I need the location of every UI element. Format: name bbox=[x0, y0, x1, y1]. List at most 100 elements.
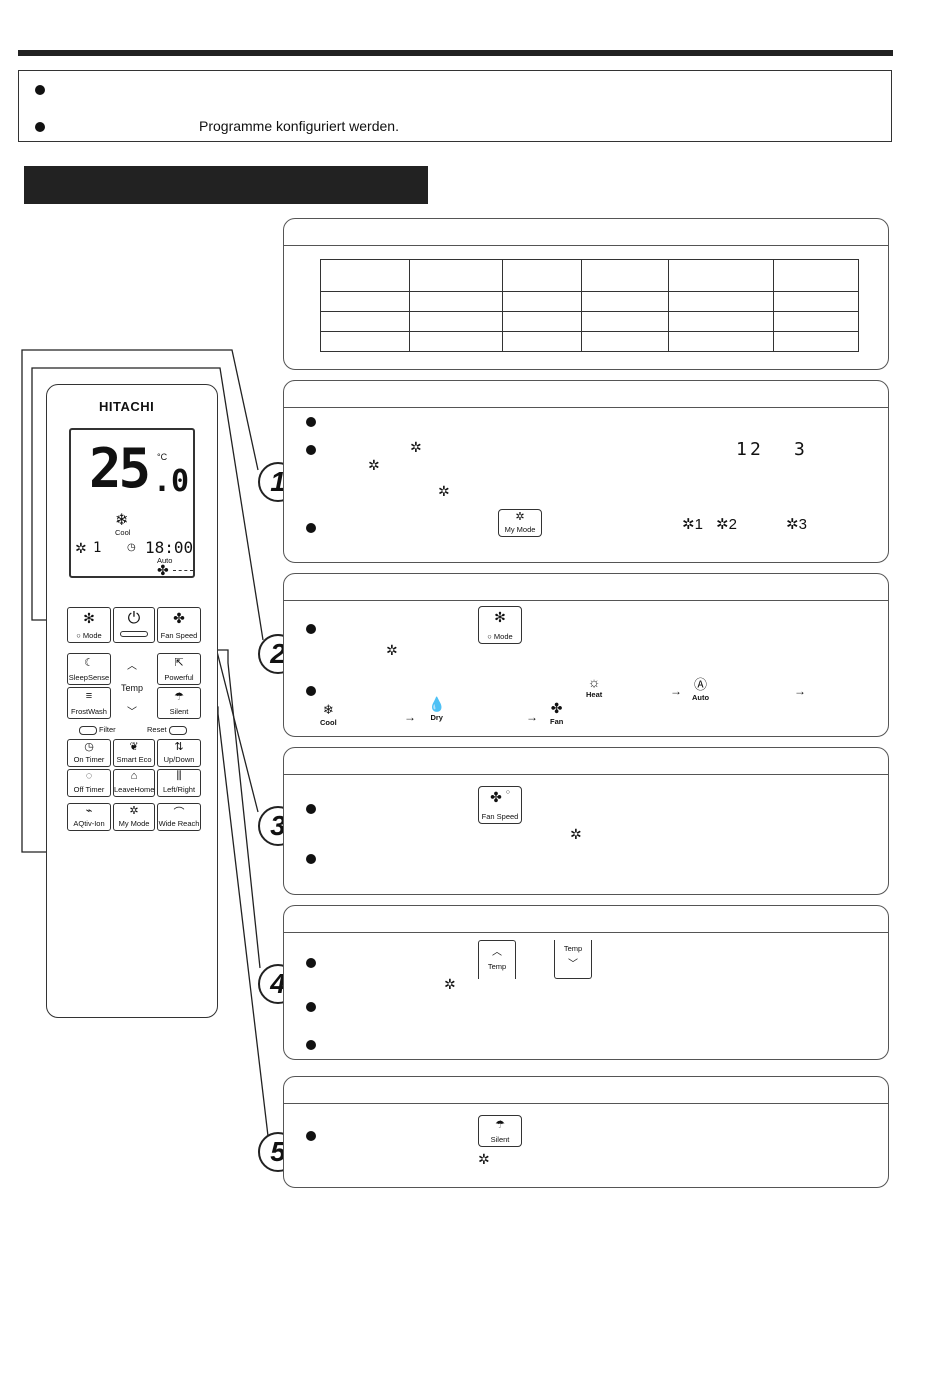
arrow-right-icon: → bbox=[794, 684, 806, 698]
cool-icon: ❄ bbox=[115, 512, 129, 529]
remote-control: HITACHI 25 .0 °C ❄ Cool ✲ 1 ◷ 18:00 Auto… bbox=[46, 384, 218, 1018]
up-down-button[interactable]: ⇅ Up/Down bbox=[157, 739, 201, 767]
on-timer-button[interactable]: ◷ On Timer bbox=[67, 739, 111, 767]
digit-2: 2 bbox=[750, 439, 761, 460]
auto-icon: Ⓐ bbox=[694, 677, 708, 692]
my-mode-button-icon: ✲ My Mode bbox=[498, 509, 542, 537]
reset-button[interactable] bbox=[169, 726, 187, 735]
digit-1: 1 bbox=[736, 439, 747, 460]
temperature-decimal: .0 bbox=[153, 464, 190, 499]
fan-speed-button-icon: ✤ ○ Fan Speed bbox=[478, 786, 522, 824]
temp-up-icon[interactable]: ︿ bbox=[127, 661, 137, 672]
powerful-button[interactable]: ⇱ Powerful bbox=[157, 653, 201, 685]
panel-header bbox=[284, 748, 888, 775]
temp-label: Temp bbox=[121, 683, 144, 693]
my-mode-button[interactable]: ✲ My Mode bbox=[113, 803, 155, 831]
timer-off-icon: ◌ bbox=[85, 770, 93, 782]
snowflake-sun-icon: ✻ bbox=[83, 610, 95, 626]
top-rule bbox=[18, 50, 893, 56]
bullet-icon bbox=[306, 804, 316, 814]
bullet-icon bbox=[306, 417, 316, 427]
panel-header bbox=[284, 1077, 888, 1104]
sleepsense-button[interactable]: ☾ SleepSense bbox=[67, 653, 111, 685]
auto-mode: Ⓐ Auto bbox=[692, 674, 709, 702]
heat-mode: ☼ Heat bbox=[586, 674, 603, 699]
fan-mode: ✤ Fan bbox=[550, 700, 564, 726]
powerful-icon: ⇱ bbox=[174, 657, 184, 669]
temp-down-icon[interactable]: ﹀ bbox=[127, 707, 137, 718]
silent-icon: ☂ bbox=[174, 691, 184, 703]
settings-table-panel bbox=[283, 218, 889, 370]
bullet-icon bbox=[306, 624, 316, 634]
bullet-icon bbox=[306, 958, 316, 968]
time-readout: 18:00 bbox=[145, 538, 194, 557]
fan-speed-button[interactable]: ✤ Fan Speed bbox=[157, 607, 201, 643]
bullet-icon bbox=[306, 854, 316, 864]
silent-button-icon: ☂ Silent bbox=[478, 1115, 522, 1147]
panel-header bbox=[284, 574, 888, 601]
mymode-icon: ✲ bbox=[444, 976, 456, 992]
fan-icon: ✤ bbox=[173, 610, 185, 626]
arrow-right-icon: → bbox=[404, 710, 416, 724]
sun-icon: ☼ bbox=[587, 674, 601, 690]
silent-panel: ☂ Silent ✲ bbox=[283, 1076, 889, 1188]
lcd-display: 25 .0 °C ❄ Cool ✲ 1 ◷ 18:00 Auto ✤ bbox=[69, 428, 195, 578]
left-right-button[interactable]: ⫼ Left/Right bbox=[157, 769, 201, 797]
cool-mode: ❄ Cool bbox=[320, 702, 337, 727]
brand-logo: HITACHI bbox=[99, 399, 155, 414]
temp-up-button-icon: ︿ Temp bbox=[478, 940, 516, 979]
wide-reach-icon: ⌒ bbox=[173, 807, 185, 819]
frostwash-button[interactable]: ≡ FrostWash bbox=[67, 687, 111, 719]
smart-eco-button[interactable]: ❦ Smart Eco bbox=[113, 739, 155, 767]
leavehome-button[interactable]: ⌂ LeaveHome bbox=[113, 769, 155, 797]
bullet-icon bbox=[306, 523, 316, 533]
settings-table bbox=[320, 259, 859, 352]
home-icon: ⌂ bbox=[130, 770, 138, 782]
wide-reach-button[interactable]: ⌒ Wide Reach bbox=[157, 803, 201, 831]
panel-header bbox=[284, 906, 888, 933]
fan-level-bar bbox=[173, 570, 193, 571]
ion-icon: ⌁ bbox=[85, 805, 93, 817]
leaf-icon: ❦ bbox=[129, 741, 139, 753]
bullet-icon bbox=[306, 1131, 316, 1141]
mode-button[interactable]: ✻ ○ Mode bbox=[67, 607, 111, 643]
drop-icon: 💧 bbox=[428, 696, 446, 712]
unit-label: °C bbox=[157, 452, 168, 462]
mymode-icon: ✲ bbox=[410, 439, 422, 455]
fan-icon: ✤ bbox=[550, 700, 563, 716]
moon-icon: ☾ bbox=[84, 657, 94, 669]
power-icon: ⏻ bbox=[127, 610, 141, 627]
aqtiv-ion-button[interactable]: ⌁ AQtiv-Ion bbox=[67, 803, 111, 831]
note-box: Programme konfiguriert werden. bbox=[18, 70, 892, 142]
silent-button[interactable]: ☂ Silent bbox=[157, 687, 201, 719]
my-mode-panel: ✲ 1 2 3 ✲ ✲ ✲ My Mode ✲1 ✲2 ✲3 bbox=[283, 380, 889, 563]
filter-button[interactable] bbox=[79, 726, 97, 735]
mymode-2-icon: ✲2 bbox=[716, 516, 737, 533]
panel-header bbox=[284, 219, 888, 246]
filter-label: Filter bbox=[99, 725, 116, 734]
arrow-right-icon: → bbox=[526, 710, 538, 724]
mymode-1-icon: ✲1 bbox=[682, 516, 703, 533]
bullet-icon bbox=[35, 85, 45, 95]
off-timer-button[interactable]: ◌ Off Timer bbox=[67, 769, 111, 797]
mymode-icon: ✲ bbox=[570, 826, 582, 842]
power-indicator bbox=[120, 631, 148, 637]
mymode-3-icon: ✲3 bbox=[786, 516, 807, 533]
fan-speed-panel: ✤ ○ Fan Speed ✲ bbox=[283, 747, 889, 895]
mymode-icon: ✲ bbox=[75, 540, 87, 556]
fan-icon: ✤ bbox=[157, 562, 169, 578]
bullet-icon bbox=[306, 1002, 316, 1012]
mode-label: Cool bbox=[115, 528, 131, 537]
temp-rocker[interactable]: ︿ Temp ﹀ bbox=[113, 653, 155, 719]
fan-auto-label: Auto bbox=[157, 556, 173, 565]
mymode-icon: ✲ bbox=[386, 642, 398, 658]
mymode-icon: ✲ bbox=[129, 805, 139, 817]
mymode-icon: ✲ bbox=[478, 1151, 490, 1167]
bullet-icon bbox=[306, 686, 316, 696]
power-button[interactable]: ⏻ bbox=[113, 607, 155, 643]
section-title-bar bbox=[24, 166, 428, 204]
temperature-readout: 25 bbox=[89, 437, 151, 500]
mode-panel: ✻ ○ Mode ✲ ☼ Heat → Ⓐ Auto → ❄ Cool → 💧 … bbox=[283, 573, 889, 737]
bullet-icon bbox=[306, 1040, 316, 1050]
snowflake-icon: ❄ bbox=[322, 702, 334, 717]
